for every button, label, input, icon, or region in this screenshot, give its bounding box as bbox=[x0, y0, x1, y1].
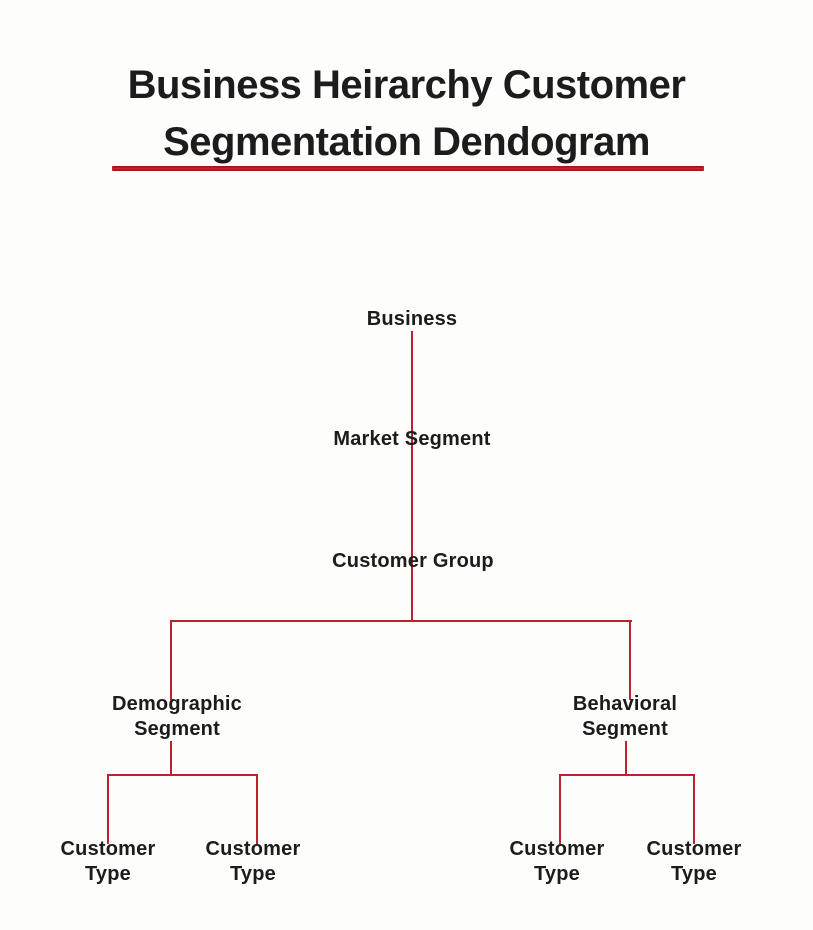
title-underline-rule bbox=[112, 166, 704, 171]
node-business: Business bbox=[366, 308, 458, 330]
node-customer-type-1: Customer Type bbox=[60, 838, 156, 885]
edge-to-customer-type-3 bbox=[559, 774, 561, 844]
edge-demographic-to-children bbox=[170, 741, 172, 776]
node-customer-group: Customer Group bbox=[332, 550, 494, 572]
edge-to-customer-type-4 bbox=[693, 774, 695, 844]
diagram-title: Business Heirarchy Customer Segmentation… bbox=[127, 63, 686, 164]
node-customer-type-3: Customer Type bbox=[509, 838, 605, 885]
node-demographic-segment: Demographic Segment bbox=[111, 693, 242, 740]
edge-left-children-horizontal bbox=[107, 774, 258, 776]
edge-to-behavioral-segment bbox=[629, 620, 631, 700]
edge-behavioral-to-children bbox=[625, 741, 627, 776]
edge-to-demographic-segment bbox=[170, 620, 172, 700]
edge-main-branch-horizontal bbox=[170, 620, 632, 622]
edge-right-children-horizontal bbox=[559, 774, 695, 776]
node-market-segment: Market Segment bbox=[333, 428, 491, 450]
node-customer-type-2: Customer Type bbox=[205, 838, 301, 885]
edge-to-customer-type-2 bbox=[256, 774, 258, 844]
node-customer-type-4: Customer Type bbox=[646, 838, 742, 885]
edge-business-to-customer-group bbox=[411, 331, 413, 622]
node-behavioral-segment: Behavioral Segment bbox=[572, 693, 678, 740]
edge-to-customer-type-1 bbox=[107, 774, 109, 844]
